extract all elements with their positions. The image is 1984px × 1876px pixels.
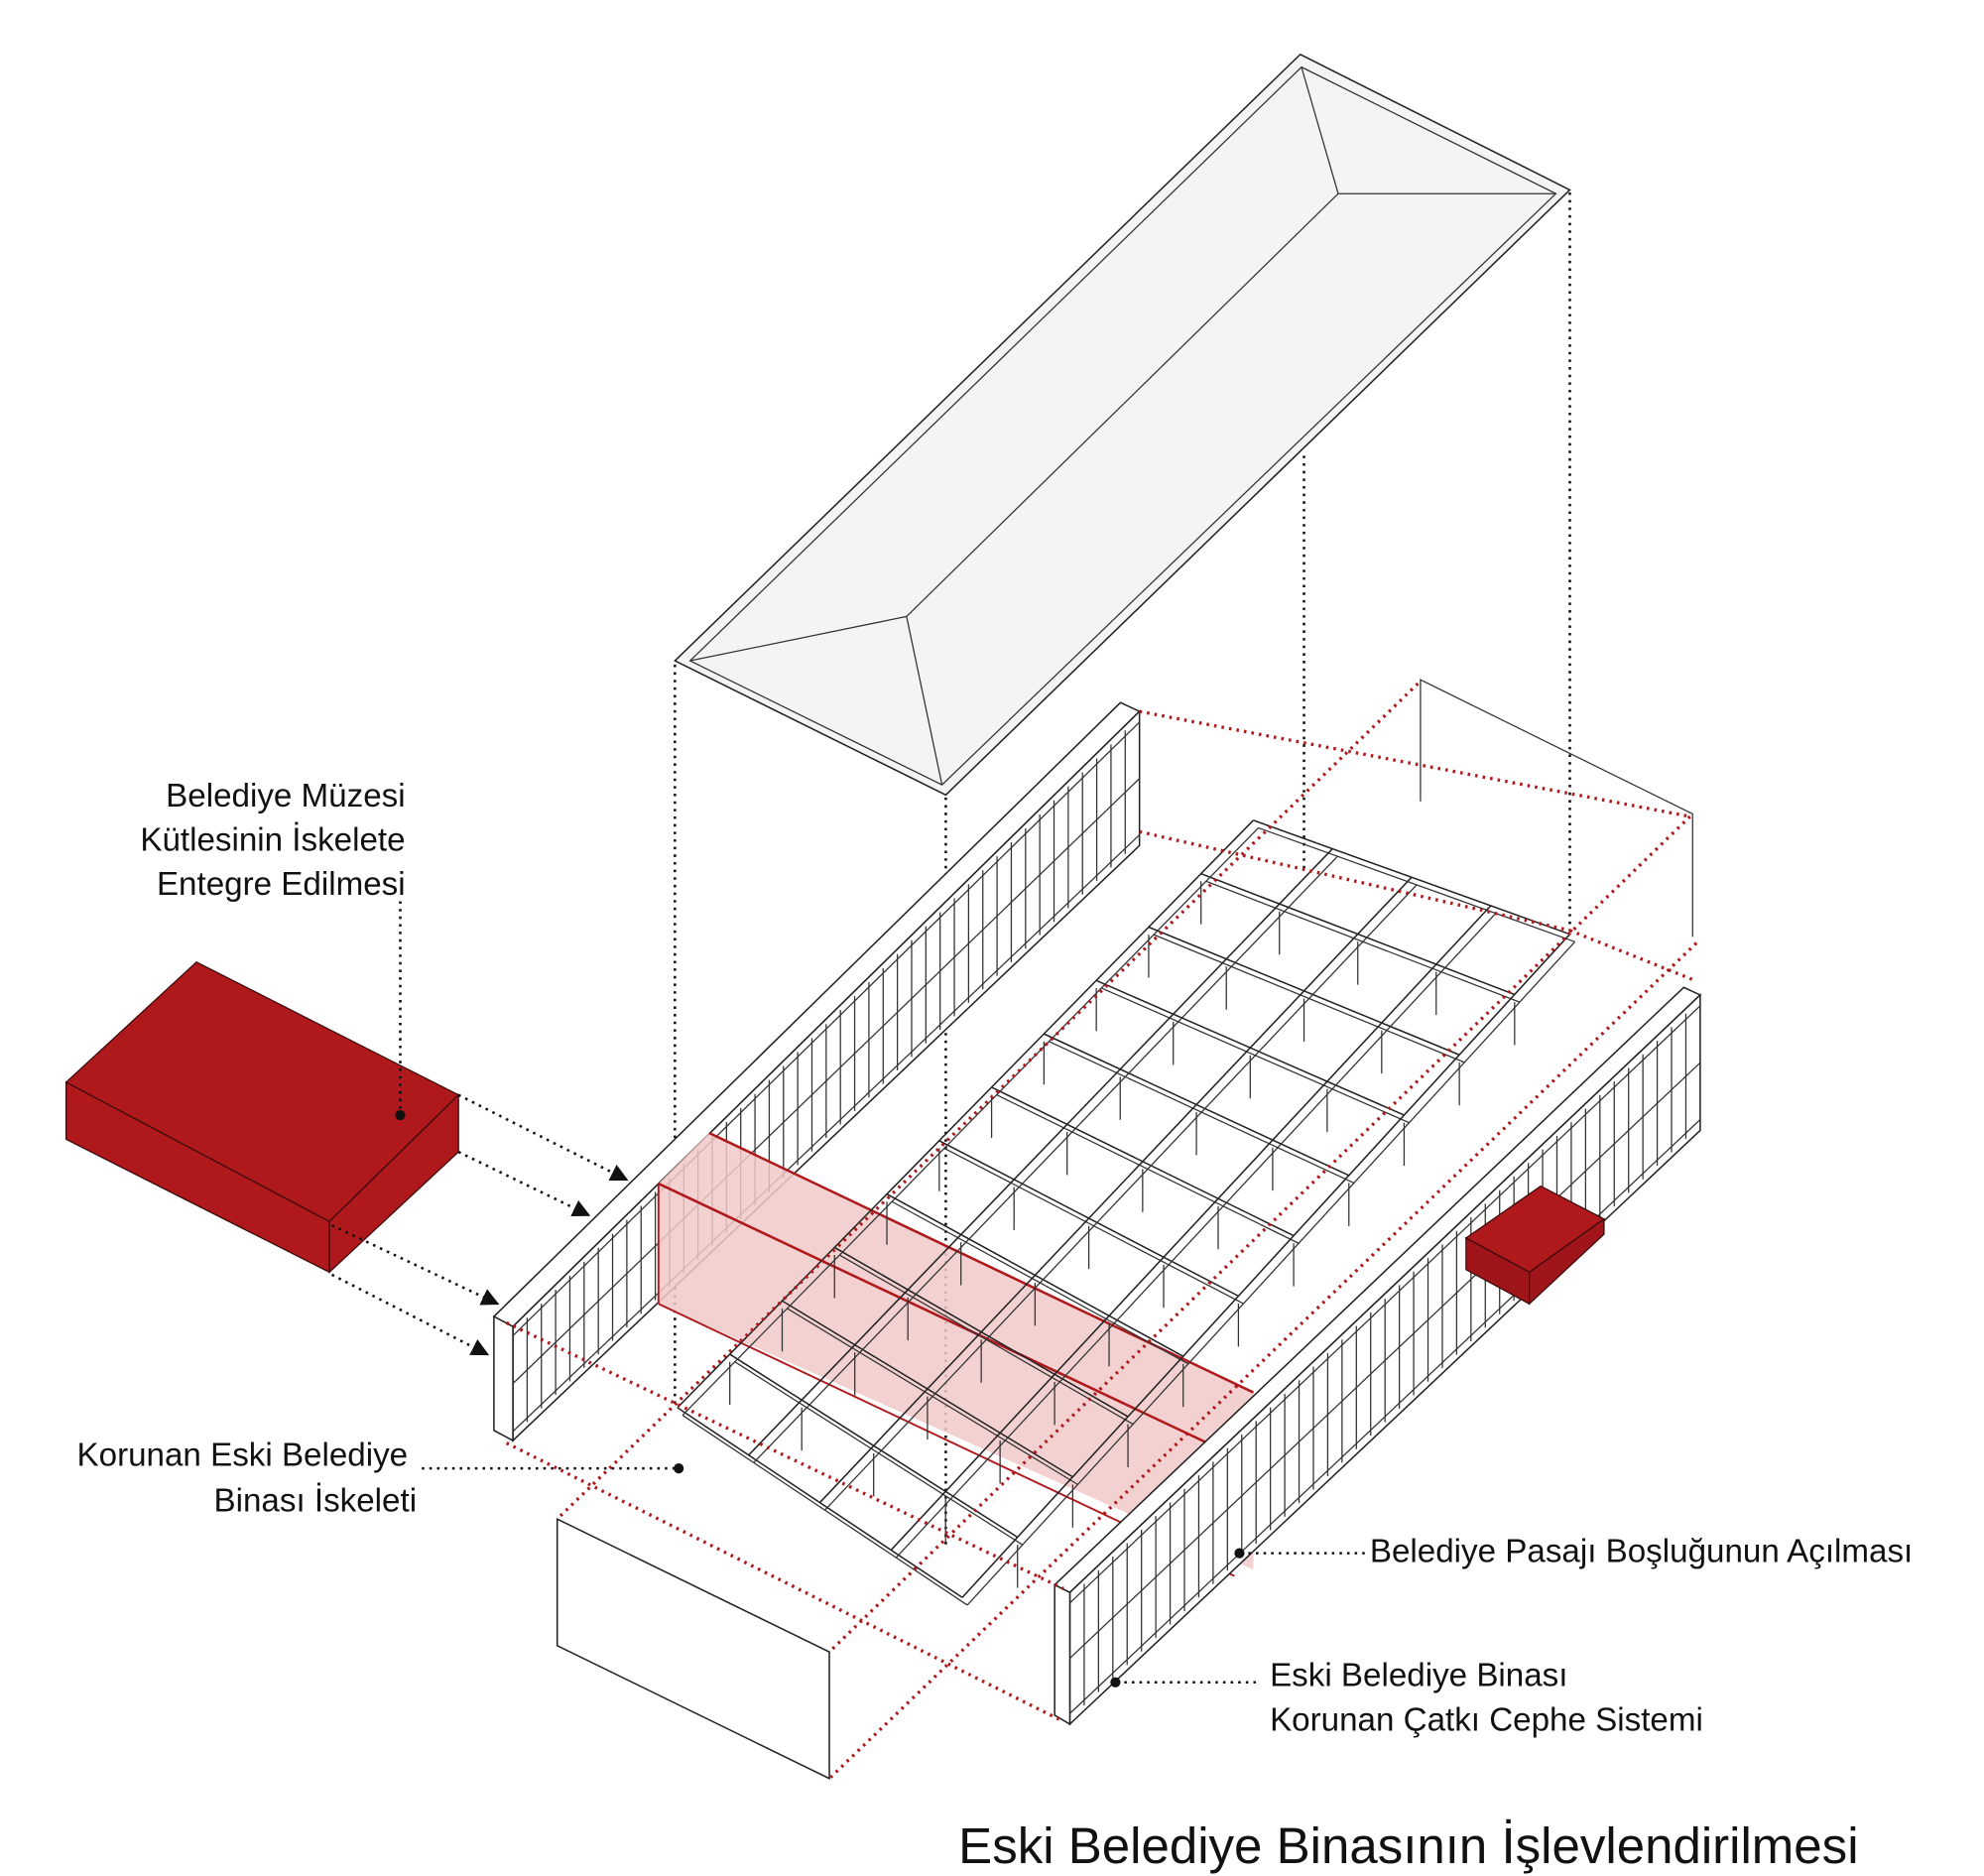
skeleton-label-line-1: Korunan Eski Belediye: [77, 1438, 409, 1474]
skeleton-girder-edge: [682, 827, 1260, 1416]
facade-label-line-1: Eski Belediye Binası: [1270, 1658, 1567, 1694]
roof: [674, 53, 1571, 797]
skeleton-girder-edge: [824, 884, 1418, 1511]
window-transom: [1069, 1062, 1701, 1659]
museum-label-line-1: Belediye Müzesi: [166, 778, 405, 814]
window-transom: [512, 721, 1141, 1336]
facade-label-line-2: Korunan Çatkı Cephe Sistemi: [1270, 1701, 1703, 1738]
skeleton-girder: [748, 848, 1333, 1456]
skeleton-girder: [890, 905, 1492, 1551]
back-right-box: [1420, 679, 1693, 938]
museum-label-line-2: Kütlesinin İskelete: [140, 821, 405, 858]
skeleton-girder: [818, 876, 1413, 1504]
skeleton-beam-edge: [682, 1415, 968, 1606]
museum-volume: [64, 960, 460, 1274]
insertion-arrows: [330, 1093, 629, 1356]
skeleton-girder-edge: [966, 940, 1576, 1606]
red-dotted-guides: [505, 682, 1698, 1780]
window-transom: [512, 778, 1141, 1385]
skeleton-label-line-2: Binası İskeleti: [214, 1483, 418, 1520]
building-skeleton-grid: [677, 819, 1576, 1606]
callout-leaders: [395, 901, 1368, 1688]
museum-label-line-3: Entegre Edilmesi: [157, 866, 406, 903]
front-facade-wall: [1053, 986, 1702, 1726]
front-left-box: [556, 1517, 830, 1780]
skeleton-girder-edge: [753, 855, 1338, 1463]
window-transom: [1069, 1005, 1701, 1604]
museum-callout-dot: [395, 1110, 406, 1121]
window-transom: [512, 834, 1141, 1433]
skeleton-girder-edge: [895, 913, 1497, 1559]
diagram-title: Eski Belediye Binasının İşlevlendirilmes…: [958, 1817, 1858, 1874]
skeleton-girder: [961, 934, 1571, 1598]
small-red-slab: [1464, 1185, 1606, 1306]
passage-label: Belediye Pasajı Boşluğunun Açılması: [1370, 1534, 1913, 1570]
